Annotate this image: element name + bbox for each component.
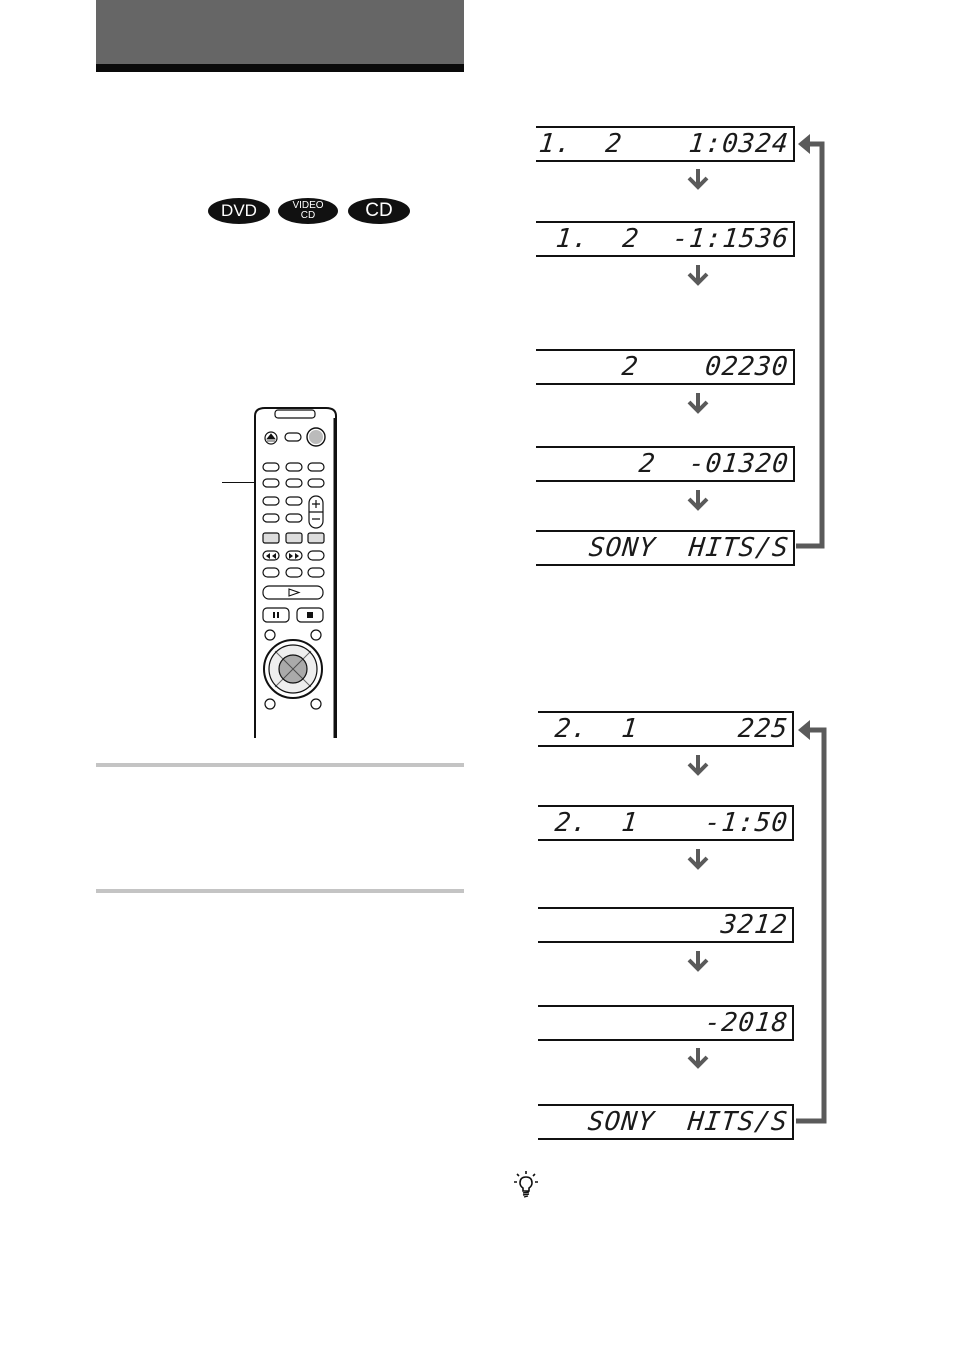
lcd-display: 1. 2 1:0324 xyxy=(536,126,795,162)
lcd-display: 2. 1 225 xyxy=(538,711,794,747)
lcd-display: 2. 1 -1:50 xyxy=(538,805,794,841)
lcd-display: 2 -01320 xyxy=(536,446,795,482)
section-header-rule xyxy=(96,64,464,72)
lcd-display-text: SONY HITS/S xyxy=(586,1107,790,1137)
lcd-display: SONY HITS/S xyxy=(536,530,795,566)
down-arrow-icon xyxy=(687,755,709,776)
disc-type-badges: DVD VIDEO CD CD xyxy=(208,198,412,224)
loop-back-arrow-icon xyxy=(796,720,827,1124)
step-divider-rule xyxy=(96,763,464,767)
remote-control-illustration xyxy=(254,407,337,738)
lcd-display: -2018 xyxy=(538,1005,794,1041)
down-arrow-icon xyxy=(687,1048,709,1069)
lcd-display-text: 2 02230 xyxy=(620,352,791,382)
lcd-display-text: 1. 2 -1:1536 xyxy=(554,224,791,254)
video-cd-badge-line2: CD xyxy=(300,210,316,221)
down-arrow-icon xyxy=(687,490,709,511)
lcd-display: SONY HITS/S xyxy=(538,1104,794,1140)
lcd-display-text: 3212 xyxy=(719,910,790,940)
down-arrow-icon xyxy=(687,265,709,286)
lcd-display-text: SONY HITS/S xyxy=(587,533,791,563)
down-arrow-icon xyxy=(687,849,709,870)
lcd-display-text: 2 -01320 xyxy=(637,449,791,479)
dvd-badge: DVD xyxy=(208,198,270,224)
cd-badge: CD xyxy=(348,198,410,224)
video-cd-badge: VIDEO CD xyxy=(278,198,338,224)
down-arrow-icon xyxy=(687,169,709,190)
lcd-display-text: 2. 1 -1:50 xyxy=(553,808,790,838)
loop-back-arrow-icon xyxy=(796,134,825,549)
down-arrow-icon xyxy=(687,951,709,972)
video-cd-badge-line1: VIDEO xyxy=(292,200,324,211)
button-callout-line xyxy=(222,482,274,483)
section-header-band xyxy=(96,0,464,64)
lcd-display: 3212 xyxy=(538,907,794,943)
down-arrow-icon xyxy=(687,393,709,414)
lcd-display: 1. 2 -1:1536 xyxy=(536,221,795,257)
lcd-display-text: -2018 xyxy=(703,1008,790,1038)
lightbulb-tip-icon xyxy=(514,1171,538,1198)
step-divider-rule xyxy=(96,889,464,893)
lcd-display-text: 2. 1 225 xyxy=(553,714,790,744)
lcd-display-text: 1. 2 1:0324 xyxy=(537,129,791,159)
lcd-display: 2 02230 xyxy=(536,349,795,385)
